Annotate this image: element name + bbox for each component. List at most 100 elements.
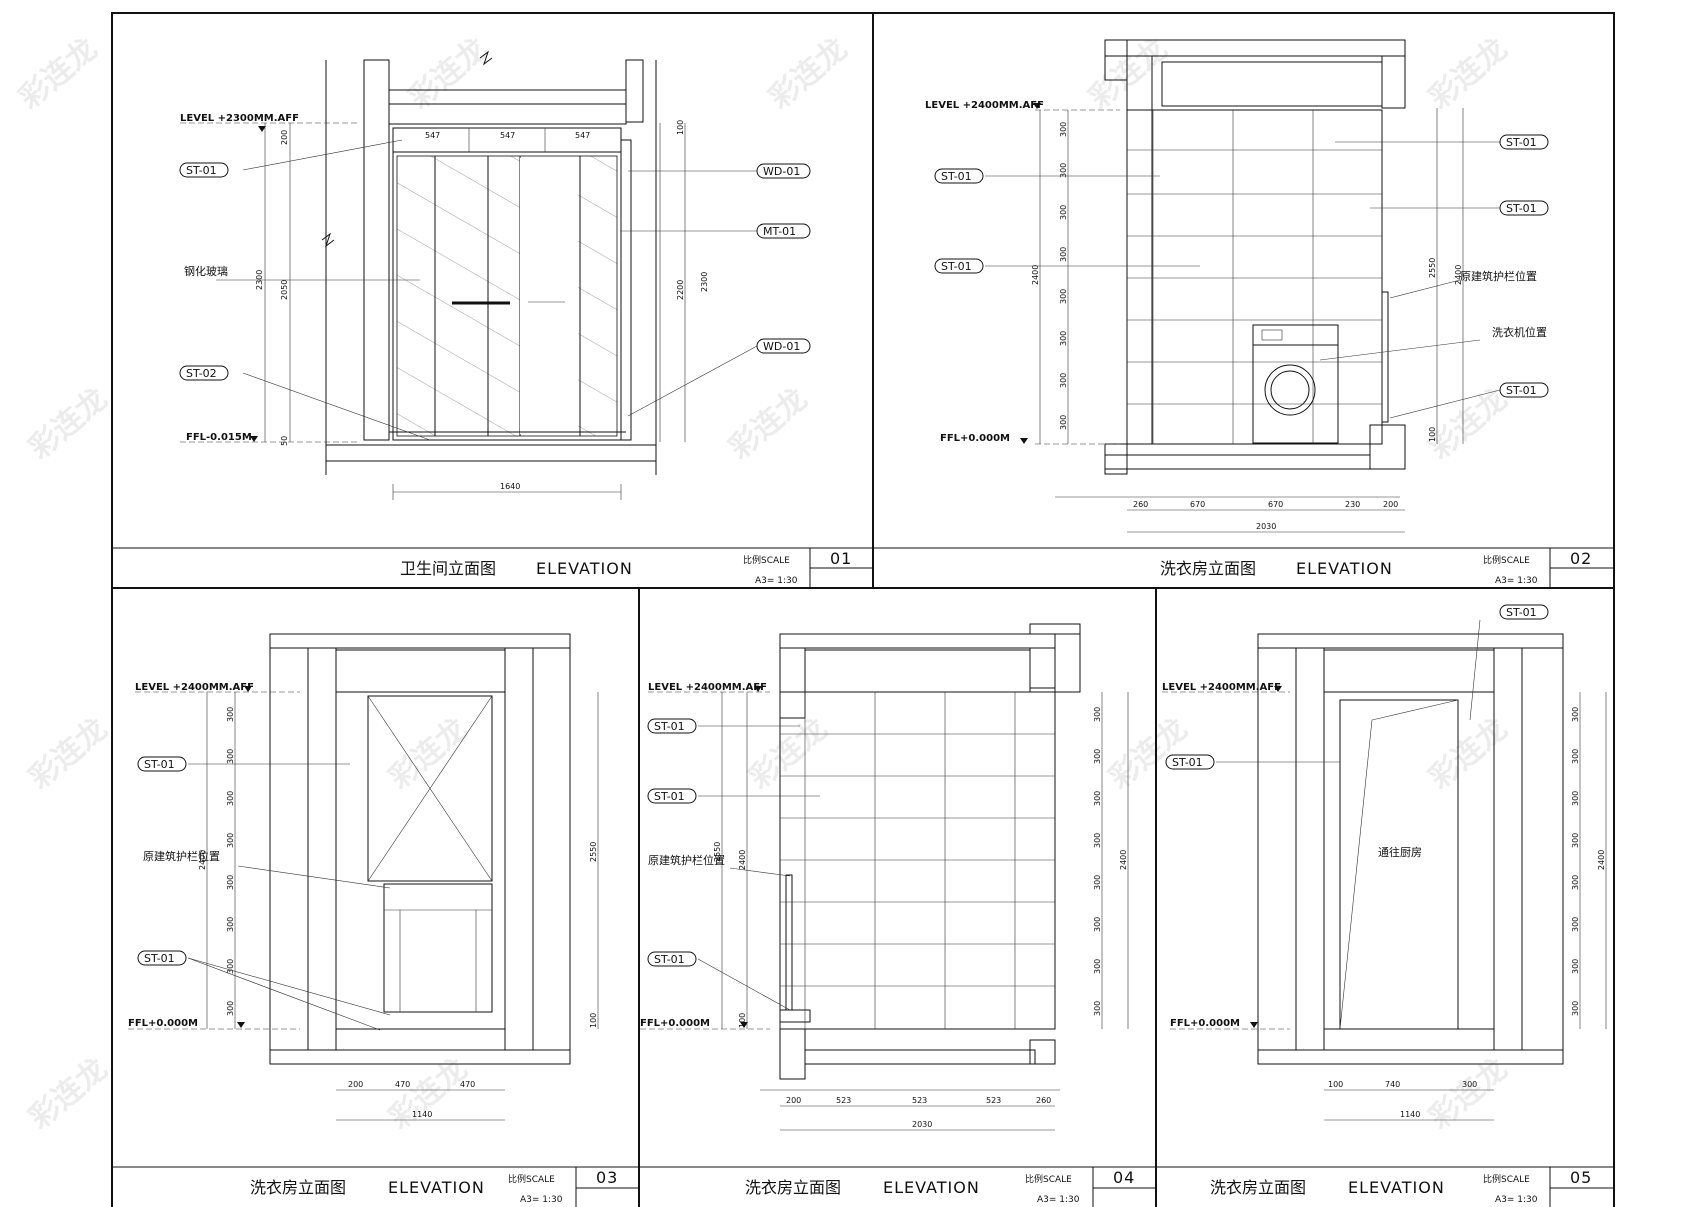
panel-title-en: ELEVATION (536, 559, 633, 578)
dim-chain-bottom: 260 670 670 230 200 2030 (1133, 500, 1398, 531)
watermark: 彩连龙 (23, 1051, 114, 1136)
svg-text:523: 523 (836, 1096, 851, 1105)
tag-st-01-left: ST-01 (1165, 754, 1215, 770)
svg-text:523: 523 (912, 1096, 927, 1105)
svg-text:300: 300 (226, 791, 235, 806)
marble-wall-tile (1126, 109, 1383, 445)
doorway (1339, 699, 1459, 1030)
wall-right (504, 647, 534, 1051)
tag-st-01-top: ST-01 (1499, 604, 1549, 620)
svg-text:ST-01: ST-01 (186, 164, 217, 177)
svg-text:300: 300 (1571, 1001, 1580, 1016)
svg-text:300: 300 (1571, 707, 1580, 722)
dim-chain-left: 300 300 300 300 300 300 300 300 2400 (1031, 122, 1068, 430)
svg-text:300: 300 (1571, 833, 1580, 848)
panel-title-cn: 卫生间立面图 (400, 559, 496, 578)
panel-title-en: ELEVATION (388, 1178, 485, 1197)
watermark: 彩连龙 (743, 711, 834, 796)
opening (367, 695, 493, 882)
level-bottom-label: FFL+0.000M (640, 1018, 710, 1029)
dim-left-height: 2400 (738, 850, 747, 870)
svg-text:2400: 2400 (1119, 850, 1128, 870)
dim-top-3: 547 (575, 131, 590, 140)
dim-right-top: 100 (676, 120, 685, 135)
svg-text:1140: 1140 (412, 1110, 432, 1119)
panel-title-cn: 洗衣房立面图 (1160, 559, 1256, 578)
wall-left (363, 59, 390, 441)
tag-st-01-left-2: ST-01 (934, 258, 984, 274)
panel-number: 02 (1570, 549, 1592, 568)
level-top-label: LEVEL +2400MM.AFF (925, 100, 1044, 111)
panel-title-en: ELEVATION (1296, 559, 1393, 578)
scale-label: 比例SCALE (508, 1173, 555, 1185)
sheet-frame (111, 12, 1615, 1207)
note-tempered-glass: 钢化玻璃 (184, 264, 228, 278)
svg-text:300: 300 (1093, 875, 1102, 890)
dim-chain-left: 300 300 300 300 300 300 300 300 2400 (198, 707, 235, 1016)
svg-text:300: 300 (1571, 959, 1580, 974)
floor-slab (325, 444, 657, 462)
dim-left-base: 50 (280, 436, 289, 446)
watermark: 彩连龙 (723, 381, 814, 466)
scale-value: A3= 1:30 (520, 1195, 563, 1205)
svg-text:ST-01: ST-01 (1172, 756, 1203, 769)
panel-03: LEVEL +2400MM.AFF FFL+0.000M 300 300 300… (128, 633, 639, 1207)
tag-st-01-left-1: ST-01 (934, 168, 984, 184)
watermark: 彩连龙 (1423, 31, 1514, 116)
svg-text:ST-01: ST-01 (1506, 136, 1537, 149)
watermark: 彩连龙 (1103, 711, 1194, 796)
tag-st-01-upper: ST-01 (137, 756, 187, 772)
dim-chain-bottom: 100 740 300 1140 (1328, 1080, 1477, 1119)
svg-text:ST-01: ST-01 (941, 260, 972, 273)
svg-text:300: 300 (1571, 791, 1580, 806)
floor-slab (1104, 454, 1371, 470)
svg-text:300: 300 (1093, 707, 1102, 722)
svg-text:2030: 2030 (912, 1120, 932, 1129)
railing (785, 874, 793, 1011)
tag-st-01-right-1: ST-01 (1499, 134, 1549, 150)
svg-text:300: 300 (226, 875, 235, 890)
panel-01: LEVEL +2300MM.AFF FFL-0.015M 2300 2050 2… (179, 50, 873, 588)
railing (383, 883, 493, 1013)
svg-text:300: 300 (226, 1001, 235, 1016)
watermark: 彩连龙 (23, 381, 114, 466)
watermark: 彩连龙 (13, 31, 104, 116)
tag-st-01-2: ST-01 (647, 788, 697, 804)
panel-title-cn: 洗衣房立面图 (745, 1178, 841, 1197)
panel-number: 05 (1570, 1168, 1592, 1187)
watermark: 彩连龙 (23, 711, 114, 796)
svg-text:ST-01: ST-01 (144, 758, 175, 771)
note-washer: 洗衣机位置 (1492, 325, 1547, 339)
watermark: 彩连龙 (763, 31, 854, 116)
svg-text:300: 300 (1093, 917, 1102, 932)
note-railing: 原建筑护栏位置 (648, 853, 725, 867)
svg-text:ST-01: ST-01 (1506, 606, 1537, 619)
svg-text:2400: 2400 (198, 850, 207, 870)
svg-text:300: 300 (1571, 875, 1580, 890)
level-top-label: LEVEL +2400MM.AFF (1162, 682, 1281, 693)
svg-text:300: 300 (226, 749, 235, 764)
panel-title-en: ELEVATION (883, 1178, 980, 1197)
svg-text:260: 260 (1133, 500, 1148, 509)
door-frame (620, 139, 632, 441)
level-top-label: LEVEL +2300MM.AFF (180, 113, 299, 124)
svg-text:300: 300 (1093, 959, 1102, 974)
svg-text:300: 300 (226, 917, 235, 932)
ceiling-bulkhead (1161, 61, 1383, 107)
svg-text:ST-02: ST-02 (186, 367, 217, 380)
railing-base (779, 1009, 811, 1023)
svg-text:ST-01: ST-01 (1506, 384, 1537, 397)
wall-left (1126, 55, 1153, 445)
panel-number: 04 (1113, 1168, 1135, 1187)
svg-text:ST-01: ST-01 (654, 790, 685, 803)
scale-label: 比例SCALE (1025, 1173, 1072, 1185)
panel-02: LEVEL +2400MM.AFF FFL+0.000M 300 300 300… (925, 39, 1614, 588)
dim-chain-bottom: 200 470 470 1140 (348, 1080, 475, 1119)
panel-title-cn: 洗衣房立面图 (1210, 1178, 1306, 1197)
svg-text:470: 470 (395, 1080, 410, 1089)
svg-text:300: 300 (226, 959, 235, 974)
ceiling-slab (779, 633, 1056, 649)
wall-right (1029, 647, 1056, 689)
svg-text:260: 260 (1036, 1096, 1051, 1105)
svg-text:ST-01: ST-01 (144, 952, 175, 965)
